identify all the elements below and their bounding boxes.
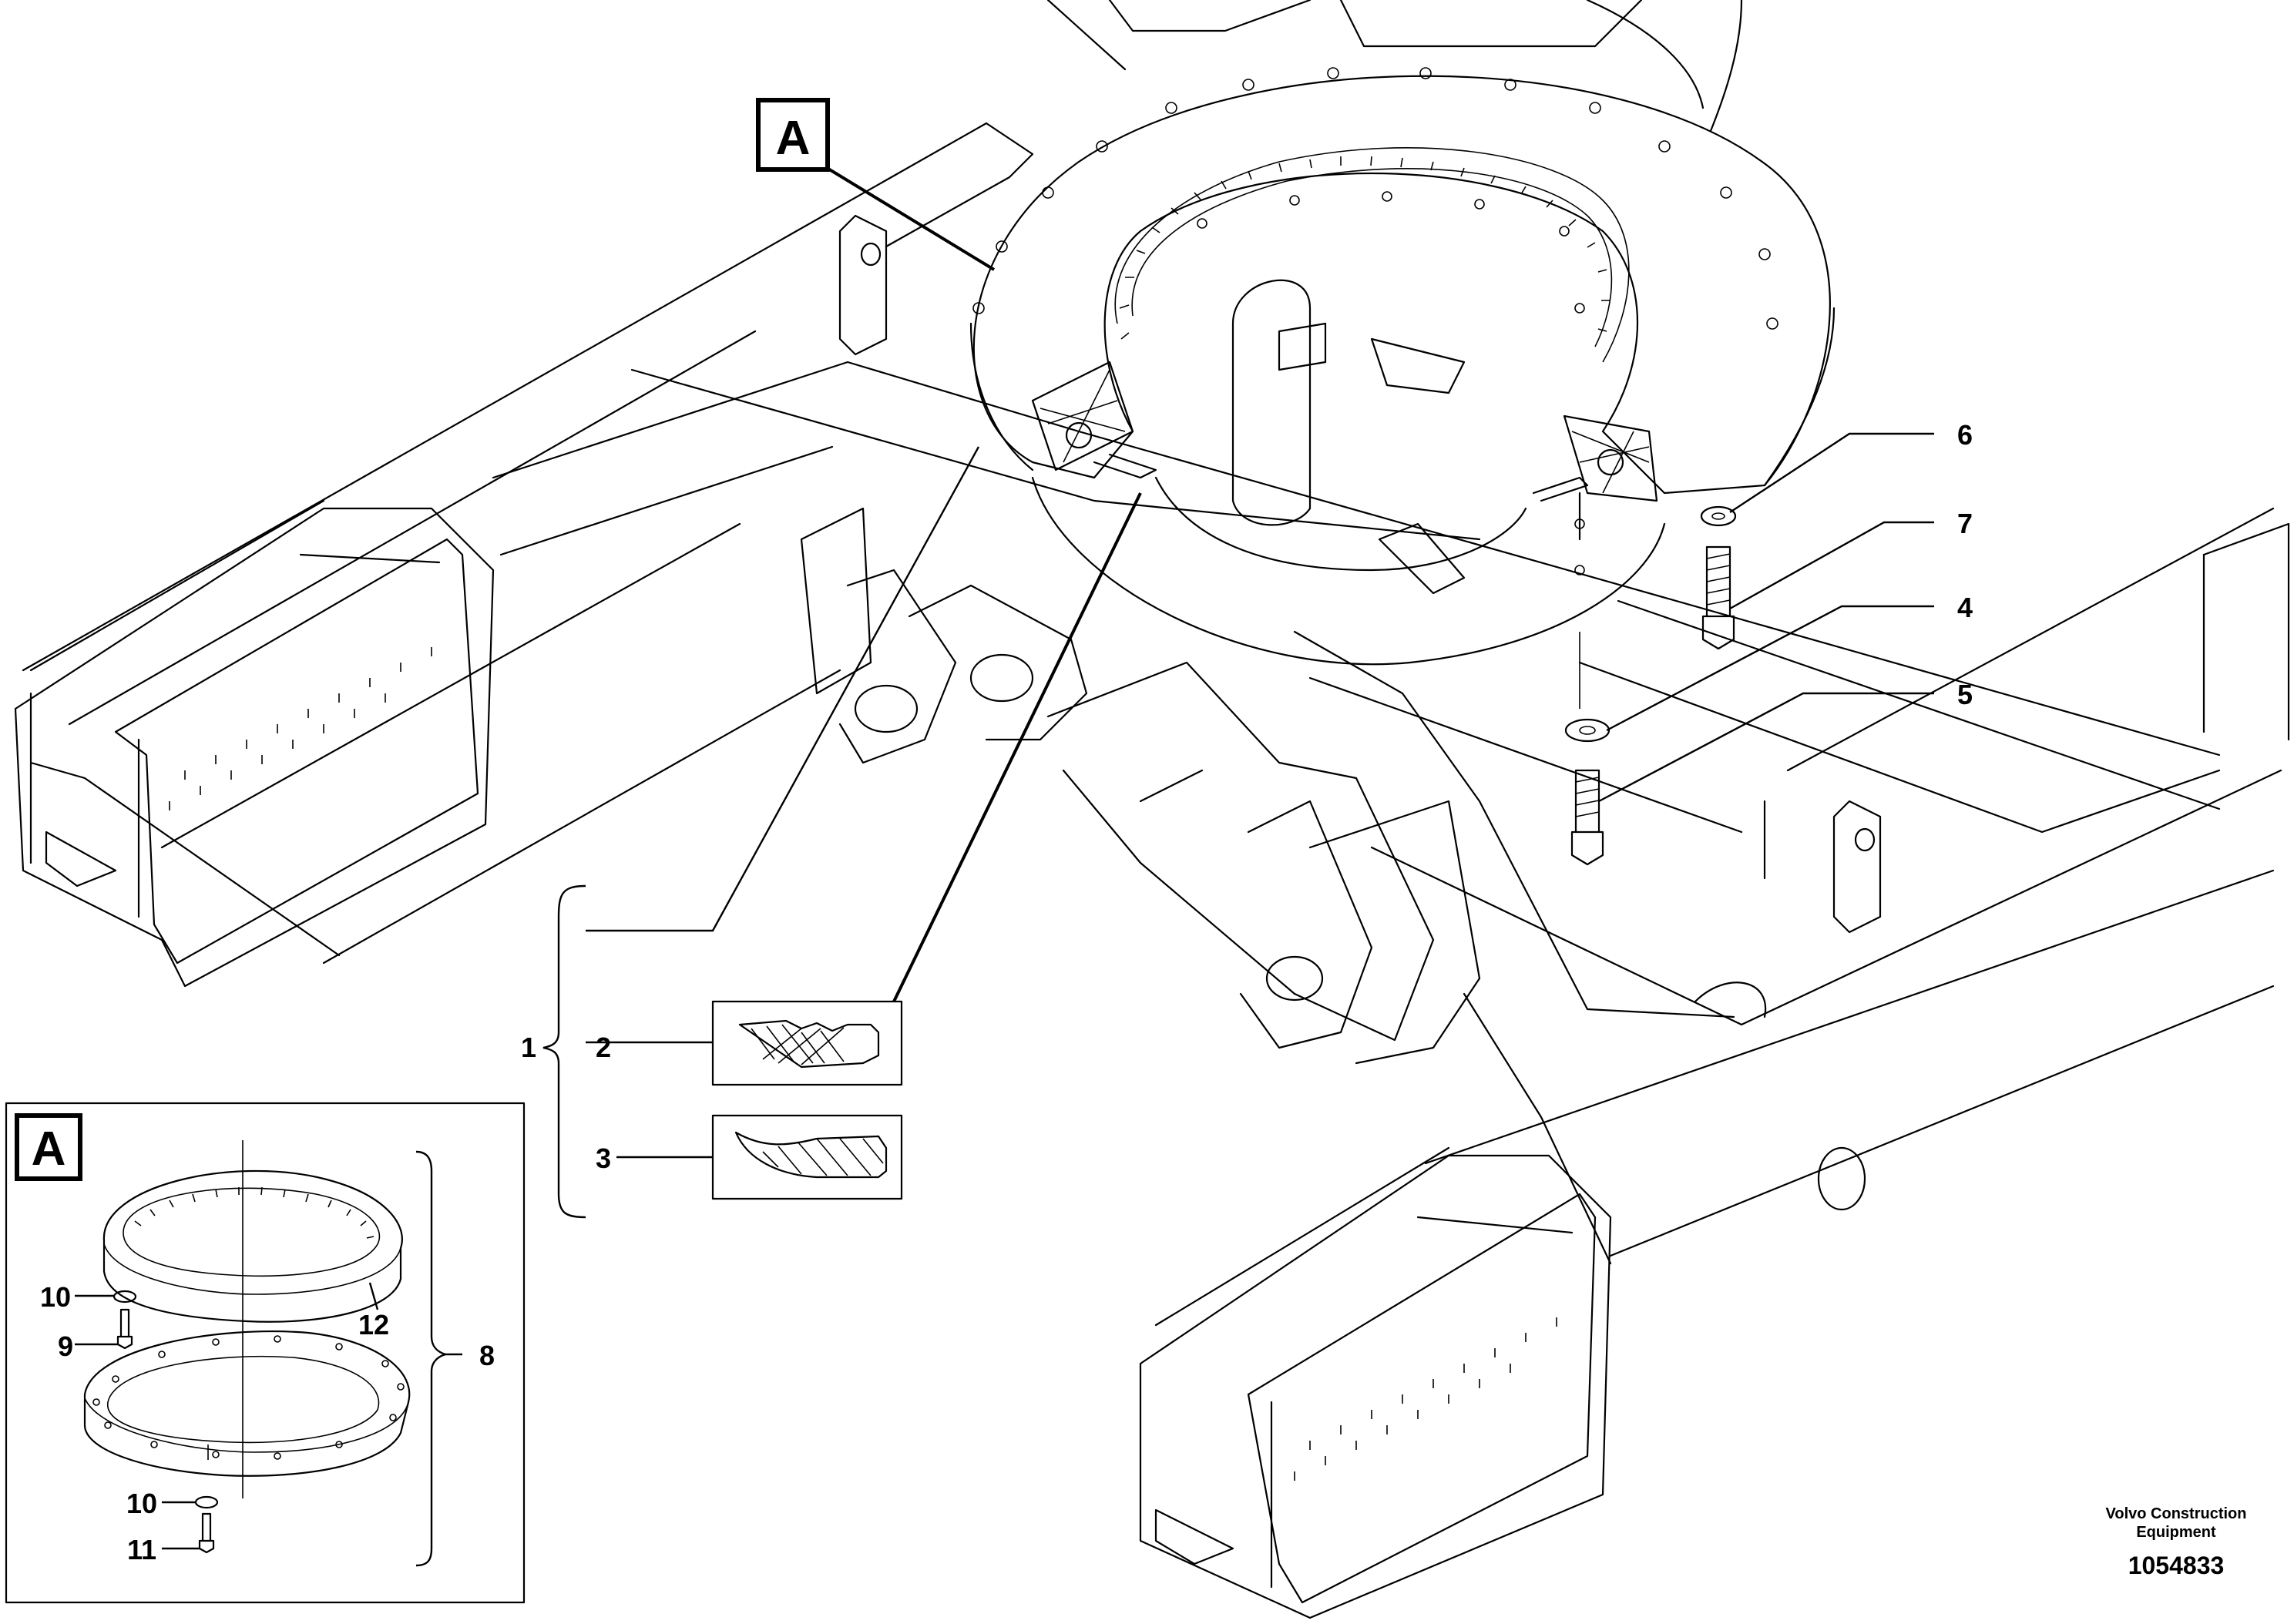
seal-profile-box-2 xyxy=(711,1000,903,1086)
drawing-footer: Volvo Construction Equipment 1054833 xyxy=(2106,1505,2247,1579)
callout-box-a-main: A xyxy=(756,98,830,172)
inset-gear-teeth xyxy=(134,1186,374,1239)
bolt-7 xyxy=(1701,545,1735,650)
part-number-callouts: 6 7 4 5 1 2 3 10 9 12 8 10 11 xyxy=(40,419,1973,1565)
washer-6 xyxy=(1700,505,1737,527)
hardware-parts xyxy=(1564,505,1737,866)
detail-inset-a xyxy=(5,1102,526,1604)
inset-letter-a: A xyxy=(32,1122,66,1176)
company-name-line1: Volvo Construction xyxy=(2106,1505,2247,1522)
bolt-5 xyxy=(1570,769,1604,866)
callout-1: 1 xyxy=(521,1032,536,1063)
company-name-line2: Equipment xyxy=(2136,1524,2216,1541)
callout-4: 4 xyxy=(1957,592,1973,623)
leader-lines xyxy=(542,160,1934,1219)
callout-7: 7 xyxy=(1957,508,1973,539)
callout-11: 11 xyxy=(127,1534,156,1565)
left-frame-slots xyxy=(169,647,432,810)
callout-10-lower: 10 xyxy=(126,1488,157,1519)
callout-10-upper: 10 xyxy=(40,1281,71,1313)
callout-12: 12 xyxy=(358,1309,389,1340)
slewing-ring-main xyxy=(969,67,1836,666)
right-frame-slots xyxy=(1294,1317,1557,1481)
callout-5: 5 xyxy=(1957,679,1973,710)
callout-3: 3 xyxy=(596,1143,611,1174)
callout-9: 9 xyxy=(58,1330,73,1362)
ring-bolt-holes xyxy=(972,67,1778,330)
inset-ring-holes xyxy=(92,1335,405,1460)
callout-6: 6 xyxy=(1957,419,1973,451)
callout-8: 8 xyxy=(479,1340,495,1371)
callout-letter-a: A xyxy=(776,112,811,165)
callout-box-a-inset: A xyxy=(15,1113,82,1181)
undercarriage-frame xyxy=(14,0,2290,1619)
washer-4 xyxy=(1564,718,1611,743)
callout-2: 2 xyxy=(596,1032,611,1063)
drawing-number: 1054833 xyxy=(2128,1552,2225,1579)
gear-teeth xyxy=(1119,156,1611,340)
seal-profile-box-3 xyxy=(711,1114,903,1200)
